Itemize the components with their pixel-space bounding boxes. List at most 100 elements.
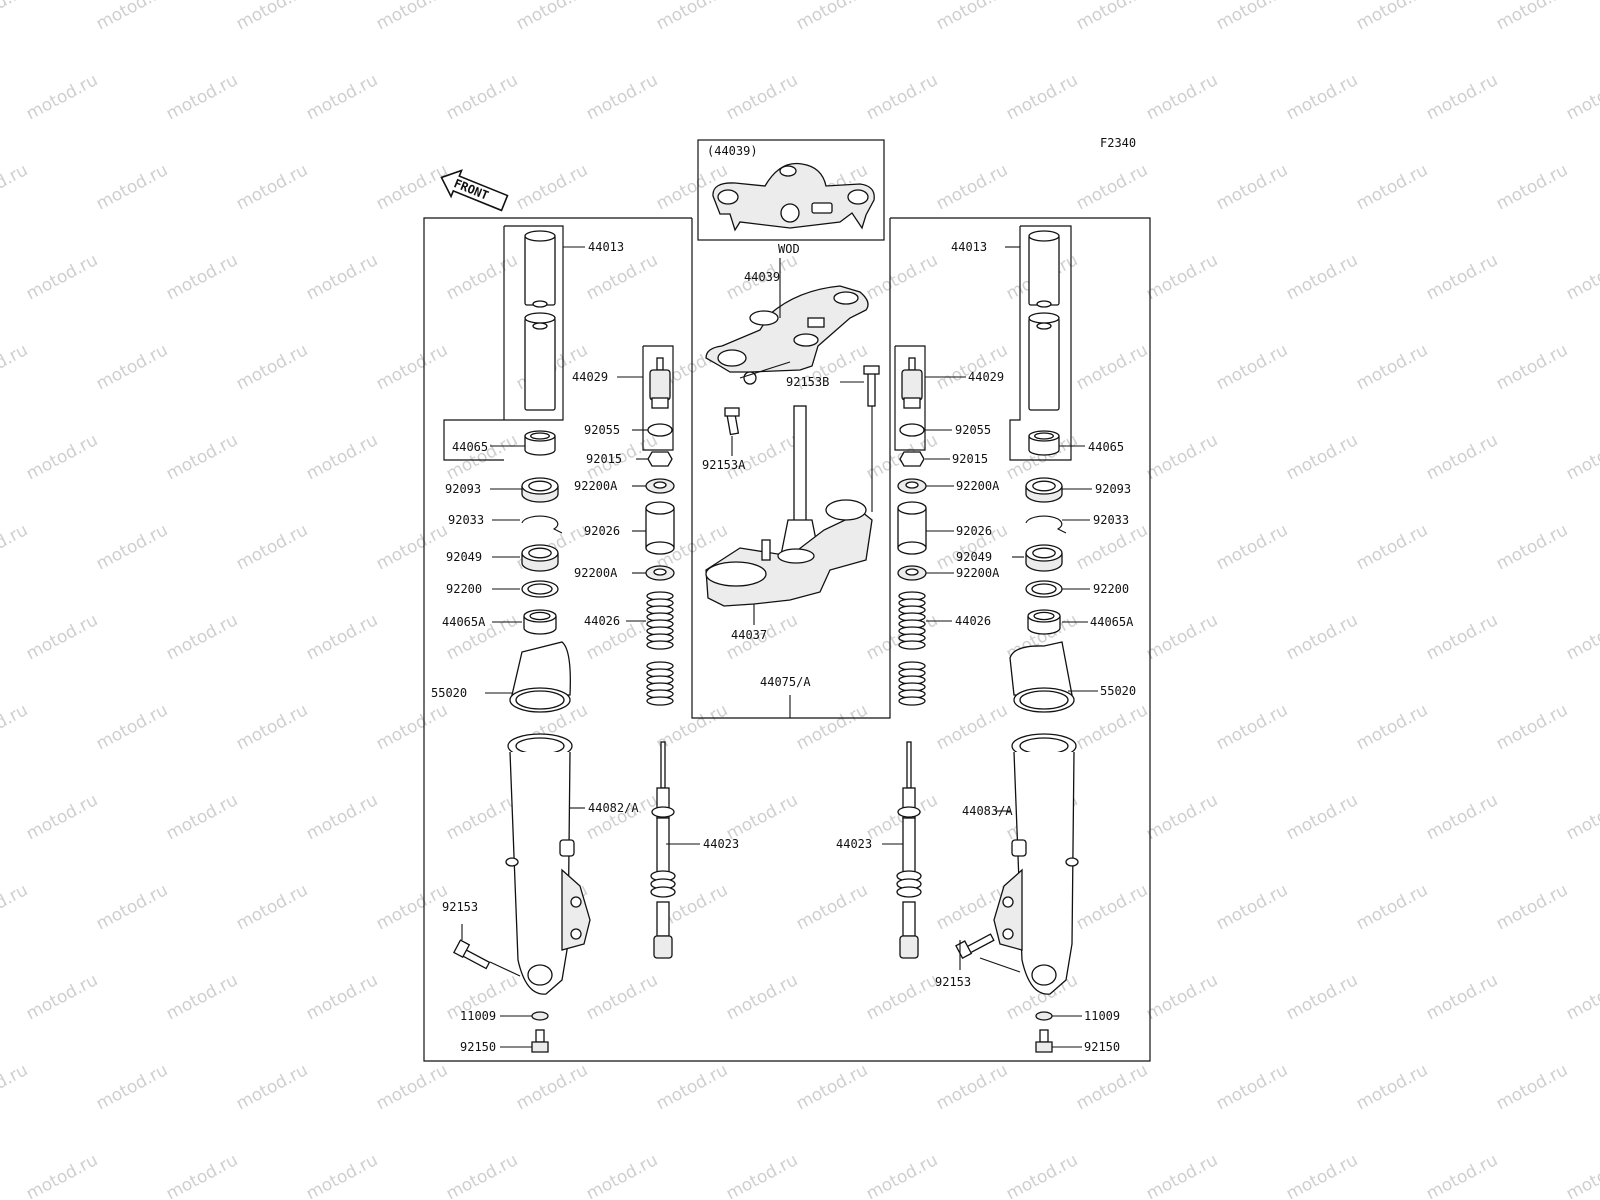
- oil-seal-label: 92093: [445, 482, 481, 496]
- watermark-text: motod.ru: [1423, 70, 1501, 124]
- watermark-text: motod.ru: [1423, 610, 1501, 664]
- axle-pinch-bolt: [955, 933, 995, 959]
- dust-seal: [1025, 544, 1063, 572]
- gasket: [531, 1011, 549, 1021]
- figure-code: F2340: [1100, 136, 1136, 150]
- watermark-text: motod.ru: [93, 1060, 171, 1114]
- watermark-text: motod.ru: [0, 160, 31, 214]
- watermark-text: motod.ru: [583, 1150, 661, 1200]
- watermark-text: motod.ru: [1283, 790, 1361, 844]
- watermark-text: motod.ru: [1353, 880, 1431, 934]
- watermark-text: motod.ru: [1353, 1060, 1431, 1114]
- watermark-text: motod.ru: [723, 970, 801, 1024]
- watermark-text: motod.ru: [23, 970, 101, 1024]
- watermark-text: motod.ru: [373, 880, 451, 934]
- watermark-text: motod.ru: [1353, 0, 1431, 34]
- gasket-label: 11009: [1084, 1009, 1120, 1023]
- watermark-text: motod.ru: [23, 1150, 101, 1200]
- damper-label: 44023: [703, 837, 739, 851]
- steering-stem: [705, 405, 873, 607]
- watermark-text: motod.ru: [93, 160, 171, 214]
- watermark-text: motod.ru: [1493, 700, 1571, 754]
- watermark-text: motod.ru: [1003, 1150, 1081, 1200]
- frame-lines: [423, 139, 1151, 1062]
- watermark-text: motod.ru: [723, 70, 801, 124]
- cap-bolt: [901, 357, 923, 409]
- watermark-text: motod.ru: [1283, 970, 1361, 1024]
- upper-bracket-label: 44039: [744, 270, 780, 284]
- fork-cover: [509, 641, 571, 713]
- watermark-text: motod.ru: [933, 700, 1011, 754]
- watermark-text: motod.ru: [583, 250, 661, 304]
- watermark-text: motod.ru: [1353, 160, 1431, 214]
- watermark-text: motod.ru: [163, 790, 241, 844]
- nut: [899, 451, 925, 467]
- spring-label: 44026: [584, 614, 620, 628]
- watermark-text: motod.ru: [1213, 520, 1291, 574]
- watermark-text: motod.ru: [1423, 970, 1501, 1024]
- circlip-label: 92033: [448, 513, 484, 527]
- watermark-text: motod.ru: [373, 520, 451, 574]
- washer-label: 92200: [446, 582, 482, 596]
- nut-label: 92015: [952, 452, 988, 466]
- bushing-b-label: 44065A: [1090, 615, 1134, 629]
- watermark-text: motod.ru: [793, 1060, 871, 1114]
- upper-bracket: [705, 285, 869, 385]
- assembly-label: 44075/A: [760, 675, 811, 689]
- watermark-text: motod.ru: [1283, 250, 1361, 304]
- watermark-text: motod.ru: [1143, 790, 1221, 844]
- watermark-text: motod.ru: [1143, 430, 1221, 484]
- oil-seal: [1025, 477, 1063, 503]
- cap-bolt: [649, 357, 671, 409]
- watermark-text: motod.ru: [793, 0, 871, 34]
- spring-label: 44026: [955, 614, 991, 628]
- inset-part-label: (44039): [707, 144, 758, 158]
- watermark-text: motod.ru: [1563, 790, 1600, 844]
- watermark-text: motod.ru: [1213, 880, 1291, 934]
- watermark-text: motod.ru: [233, 160, 311, 214]
- watermark-text: motod.ru: [1283, 1150, 1361, 1200]
- watermark-text: motod.ru: [1283, 610, 1361, 664]
- watermark-text: motod.ru: [1283, 70, 1361, 124]
- damper-label: 44023: [836, 837, 872, 851]
- cover-label: 55020: [1100, 684, 1136, 698]
- watermark-text: motod.ru: [793, 700, 871, 754]
- oil-seal-label: 92093: [1095, 482, 1131, 496]
- o-ring-label: 92055: [955, 423, 991, 437]
- outer-tube: [993, 733, 1079, 995]
- watermark-text: motod.ru: [1213, 1060, 1291, 1114]
- watermark-text: motod.ru: [1003, 70, 1081, 124]
- watermark-text: motod.ru: [1423, 790, 1501, 844]
- drain-bolt: [1035, 1029, 1053, 1053]
- bushing-44065a: [523, 609, 557, 635]
- drain-bolt-label: 92150: [1084, 1040, 1120, 1054]
- o-ring-label: 92055: [584, 423, 620, 437]
- circlip-label: 92033: [1093, 513, 1129, 527]
- watermark-text: motod.ru: [1493, 340, 1571, 394]
- fork-cover: [1009, 641, 1075, 713]
- bolt-92153a: [724, 407, 740, 436]
- watermark-text: motod.ru: [0, 1060, 31, 1114]
- spacer: [645, 501, 675, 555]
- watermark-text: motod.ru: [793, 880, 871, 934]
- watermark-text: motod.ru: [1423, 430, 1501, 484]
- circlip: [521, 515, 563, 534]
- watermark-text: motod.ru: [303, 610, 381, 664]
- watermark-text: motod.ru: [0, 700, 31, 754]
- watermark-text: motod.ru: [863, 790, 941, 844]
- bushing-b-label: 44065A: [442, 615, 486, 629]
- watermark-text: motod.ru: [1213, 340, 1291, 394]
- watermark-text: motod.ru: [23, 790, 101, 844]
- watermark-text: motod.ru: [513, 160, 591, 214]
- watermark-text: motod.ru: [1143, 1150, 1221, 1200]
- nut-label: 92015: [586, 452, 622, 466]
- spacer-label: 92026: [956, 524, 992, 538]
- watermark-text: motod.ru: [23, 610, 101, 664]
- watermark-text: motod.ru: [373, 700, 451, 754]
- watermark-text: motod.ru: [1143, 610, 1221, 664]
- watermark-text: motod.ru: [1073, 340, 1151, 394]
- o-ring: [899, 423, 925, 437]
- watermark-text: motod.ru: [303, 790, 381, 844]
- watermark-text: motod.ru: [93, 880, 171, 934]
